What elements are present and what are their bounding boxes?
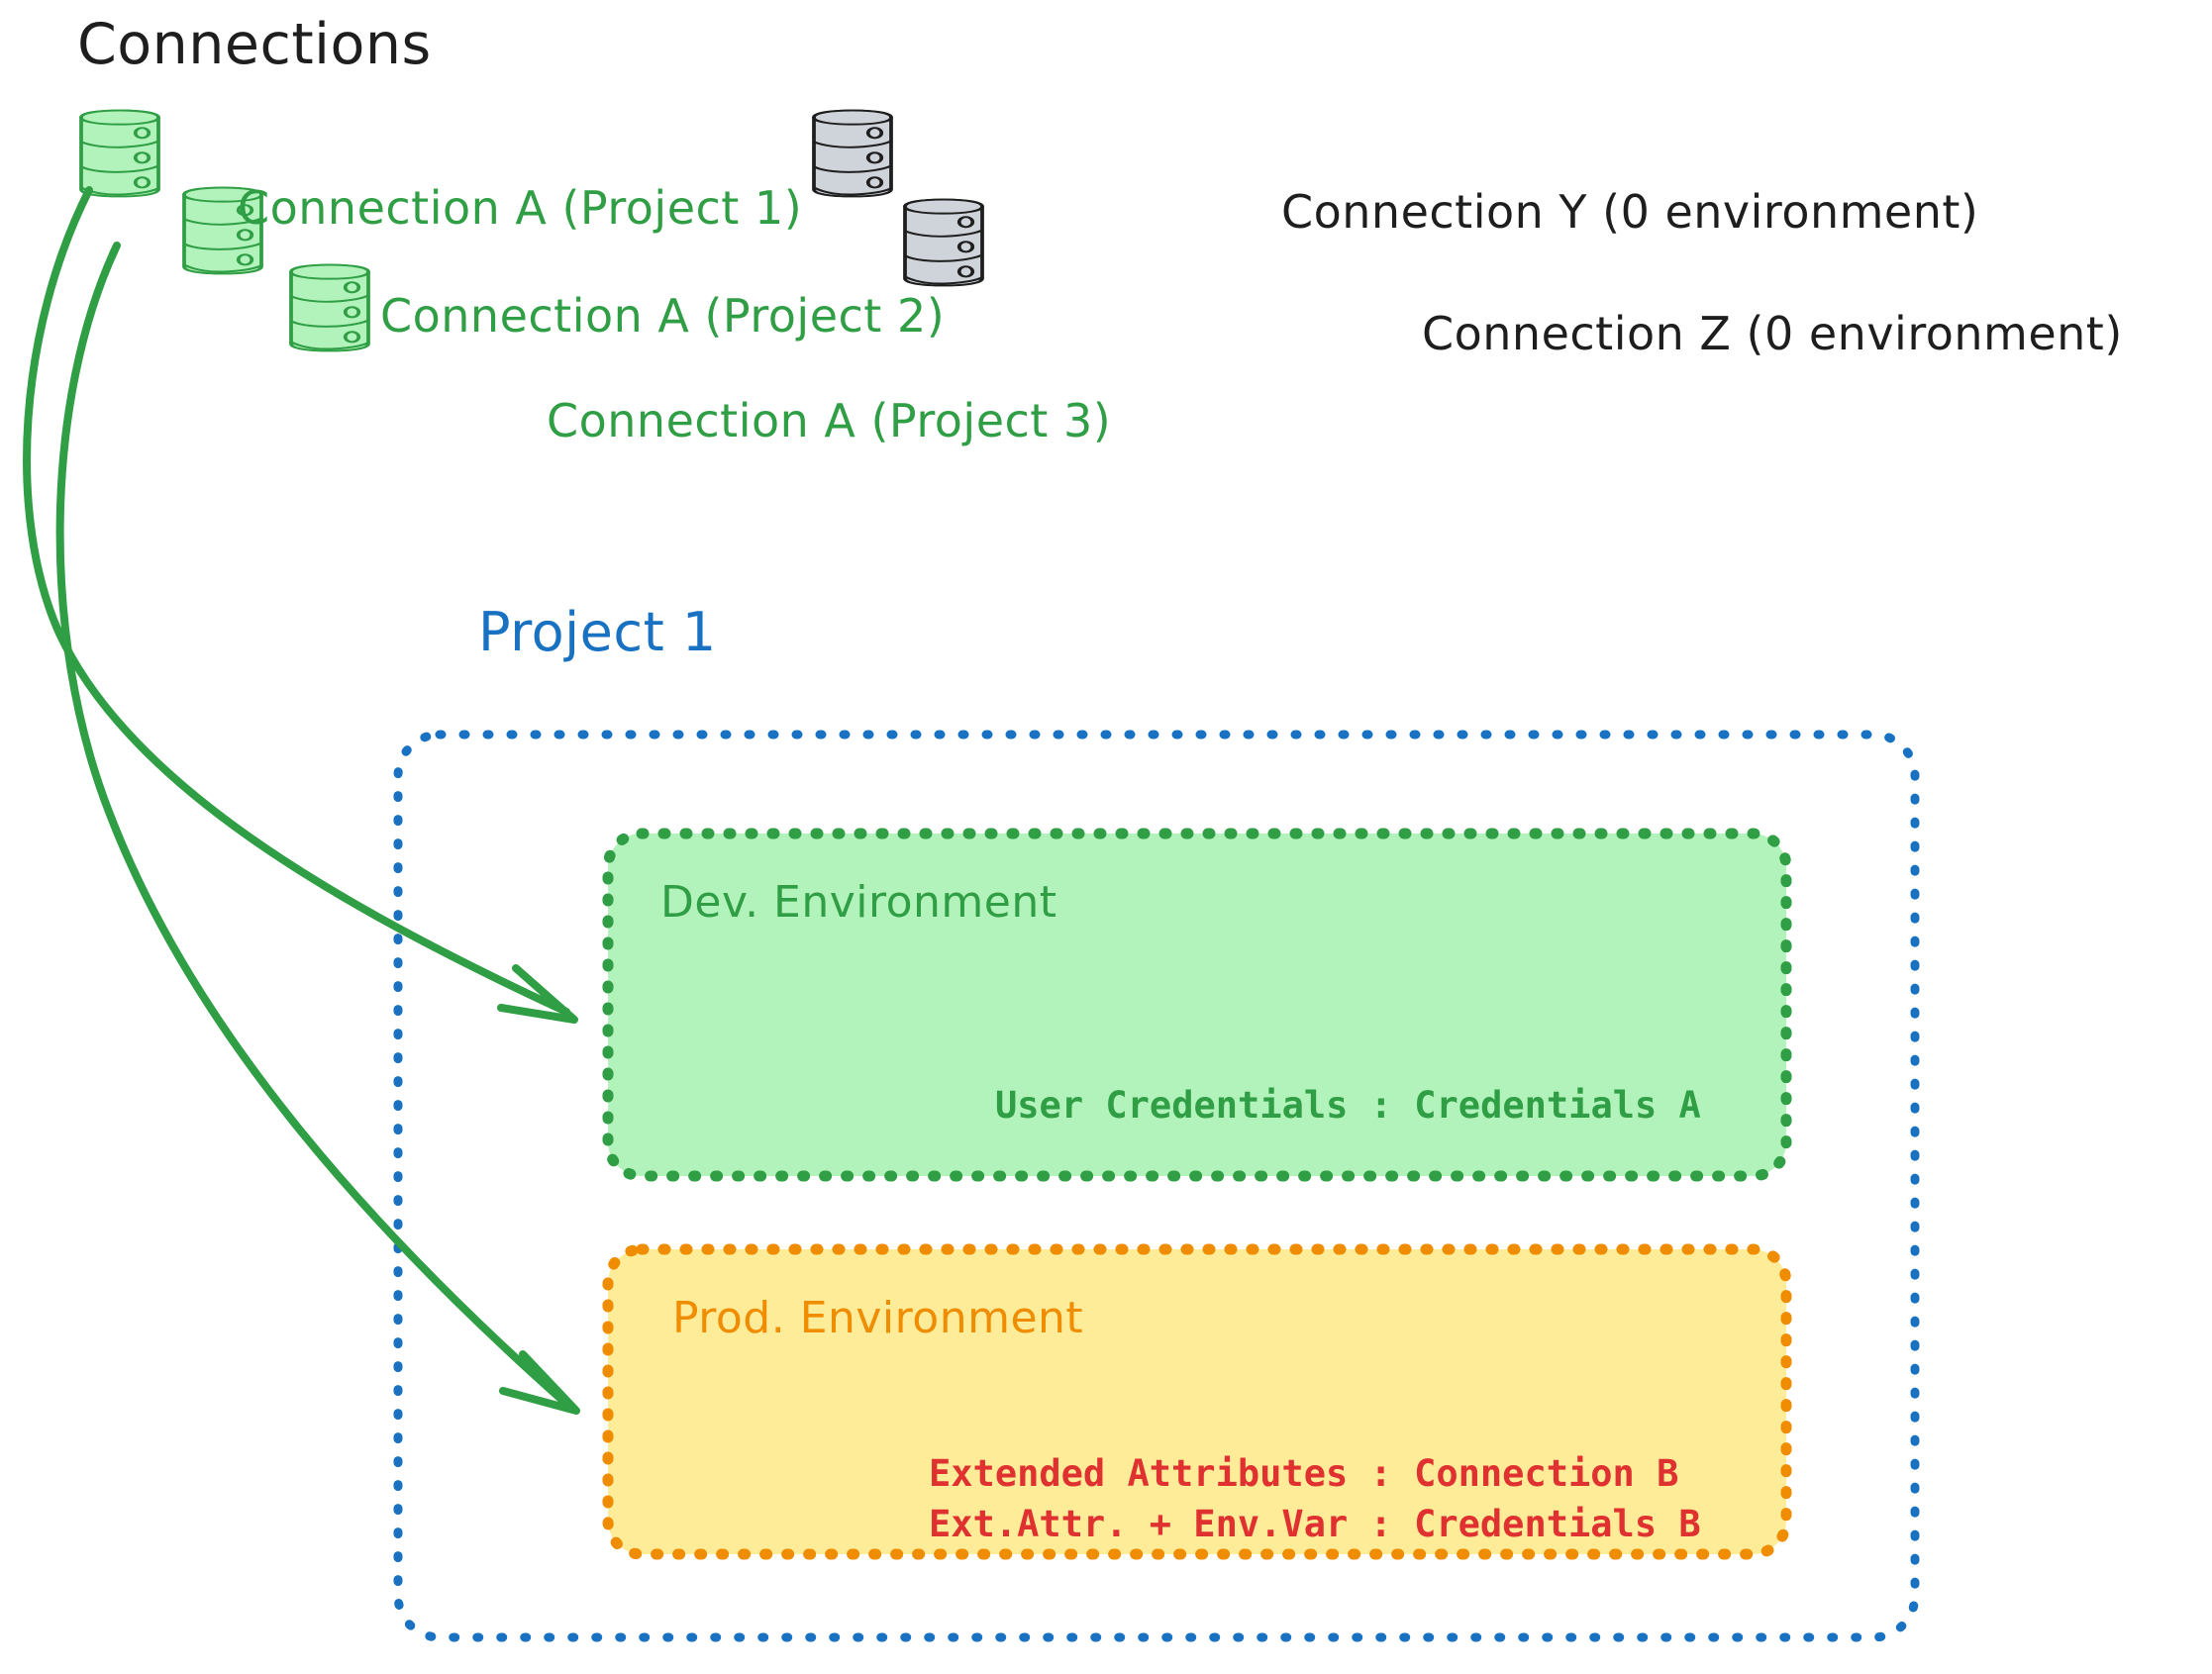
connection-label-a-project-2: Connection A (Project 2) bbox=[380, 289, 946, 343]
connection-y-icon[interactable] bbox=[814, 110, 891, 197]
project-title: Project 1 bbox=[478, 601, 717, 663]
dev-environment-box bbox=[602, 828, 1792, 1182]
project-1-container bbox=[393, 730, 1920, 1642]
prod-environment-entry-1: Extended Attributes : Connection B bbox=[929, 1452, 1679, 1495]
prod-environment-box bbox=[602, 1243, 1792, 1560]
dev-environment-entry: User Credentials : Credentials A bbox=[995, 1084, 1701, 1127]
connection-label-z: Connection Z (0 environment) bbox=[1422, 307, 2123, 360]
connection-label-y: Connection Y (0 environment) bbox=[1281, 185, 1979, 239]
connection-a-project-3-icon[interactable] bbox=[291, 264, 368, 351]
connection-z-icon[interactable] bbox=[905, 199, 982, 286]
page-title: Connections bbox=[77, 12, 432, 77]
arrow-connection-a-to-prod-environment bbox=[55, 242, 580, 1415]
dev-environment-title: Dev. Environment bbox=[660, 877, 1057, 928]
prod-environment-entry-2: Ext.Attr. + Env.Var : Credentials B bbox=[929, 1503, 1701, 1545]
connection-a-project-1-icon[interactable] bbox=[81, 110, 158, 197]
connection-label-a-project-3: Connection A (Project 3) bbox=[547, 394, 1112, 447]
connection-label-a-project-1: Connection A (Project 1) bbox=[238, 181, 803, 235]
prod-environment-title: Prod. Environment bbox=[672, 1293, 1084, 1343]
